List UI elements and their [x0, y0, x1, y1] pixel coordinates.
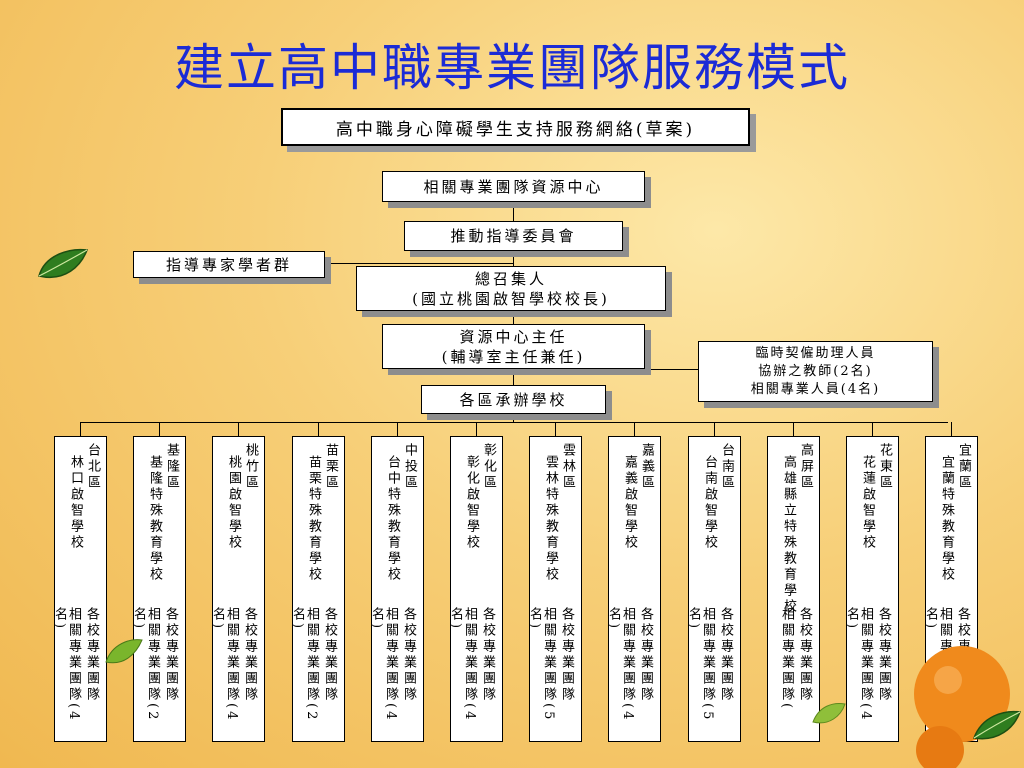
region-name: 嘉義區	[639, 443, 654, 491]
region-column: 高屏區高雄縣立特殊教育學校各校專業團隊相關專業團隊(	[767, 436, 820, 742]
region-team-count: 相關專業團隊(4名)	[52, 607, 81, 723]
leaf-icon	[38, 248, 89, 278]
region-school: 高雄縣立特殊教育學校	[781, 455, 796, 615]
region-name: 宜蘭區	[956, 443, 971, 491]
region-school: 林口啟智學校	[68, 455, 83, 551]
region-team: 各校專業團隊	[876, 607, 891, 703]
connector-region-stub	[476, 422, 477, 436]
region-team: 各校專業團隊	[718, 607, 733, 703]
connector-region-stub	[238, 422, 239, 436]
region-name: 雲林區	[560, 443, 575, 491]
region-team: 各校專業團隊	[163, 607, 178, 703]
region-team: 各校專業團隊	[797, 607, 812, 703]
steering-committee-label: 推動指導委員會	[450, 227, 577, 245]
leaf-icon	[812, 703, 846, 724]
slide-title: 建立高中職專業團隊服務模式	[174, 39, 850, 97]
region-team-count: 相關專業團隊(4名)	[448, 607, 477, 723]
connector-region-stub	[159, 422, 160, 436]
region-school: 花蓮啟智學校	[860, 455, 875, 551]
director-line2: (輔導室主任兼任)	[441, 347, 586, 366]
temp-staff-box: 臨時契僱助理人員 協辦之教師(2名) 相關專業人員(4名)	[698, 341, 933, 402]
region-column: 桃竹區桃園啟智學校各校專業團隊相關專業團隊(4名)	[210, 436, 265, 742]
resource-center-label: 相關專業團隊資源中心	[423, 177, 604, 196]
orange-fruit-icon	[914, 646, 1010, 768]
connector-host-down	[513, 413, 514, 423]
connector-region-stub	[397, 422, 398, 436]
region-team-count: 相關專業團隊(5名)	[686, 607, 715, 723]
region-team-count: 相關專業團隊(4名)	[606, 607, 635, 723]
region-school: 台中特殊教育學校	[385, 455, 400, 583]
region-team-count: 相關專業團隊(2名)	[290, 607, 319, 723]
region-name: 高屏區	[798, 443, 813, 491]
connector-horizontal-bar	[81, 422, 948, 423]
region-column: 台南區台南啟智學校各校專業團隊相關專業團隊(5名)	[686, 436, 741, 742]
region-team: 各校專業團隊	[242, 607, 257, 703]
region-name: 中投區	[402, 443, 417, 491]
temp-staff-line3: 相關專業人員(4名)	[750, 381, 881, 397]
convener-line1: 總召集人	[474, 269, 547, 288]
region-team: 各校專業團隊	[638, 607, 653, 703]
draft-title-box: 高中職身心障礙學生支持服務網絡(草案)	[281, 108, 750, 146]
temp-staff-line2: 協辦之教師(2名)	[758, 363, 873, 379]
connector-region-stub	[714, 422, 715, 436]
connector-temp-staff	[513, 369, 699, 370]
connector-region-stub	[634, 422, 635, 436]
region-name: 苗栗區	[323, 443, 338, 491]
leaf-icon	[972, 710, 1022, 740]
director-line1: 資源中心主任	[459, 327, 568, 346]
director-box: 資源中心主任 (輔導室主任兼任)	[382, 324, 645, 369]
region-name: 台北區	[85, 443, 100, 491]
region-column: 基隆區基隆特殊教育學校各校專業團隊相關專業團隊(2名)	[131, 436, 186, 742]
region-name: 花東區	[877, 443, 892, 491]
steering-committee-box: 推動指導委員會	[404, 221, 623, 251]
connector-experts	[324, 263, 514, 264]
host-schools-label: 各區承辦學校	[459, 390, 568, 409]
region-school: 雲林特殊教育學校	[543, 455, 558, 583]
connector-region-stub	[872, 422, 873, 436]
region-column: 雲林區雲林特殊教育學校各校專業團隊相關專業團隊(5名)	[527, 436, 582, 742]
region-column: 嘉義區嘉義啟智學校各校專業團隊相關專業團隊(4名)	[606, 436, 661, 742]
region-column: 台北區林口啟智學校各校專業團隊相關專業團隊(4名)	[52, 436, 107, 742]
region-team-count: 相關專業團隊(4名)	[210, 607, 239, 723]
region-team-count: 相關專業團隊(4名)	[844, 607, 873, 723]
region-school: 嘉義啟智學校	[622, 455, 637, 551]
region-column: 花東區花蓮啟智學校各校專業團隊相關專業團隊(4名)	[844, 436, 899, 742]
temp-staff-line1: 臨時契僱助理人員	[755, 345, 876, 361]
region-column: 彰化區彰化啟智學校各校專業團隊相關專業團隊(4名)	[448, 436, 503, 742]
region-school: 苗栗特殊教育學校	[306, 455, 321, 583]
connector-region-stub	[793, 422, 794, 436]
region-school: 桃園啟智學校	[226, 455, 241, 551]
region-school: 彰化啟智學校	[464, 455, 479, 551]
connector-region-stub	[951, 422, 952, 436]
region-column: 中投區台中特殊教育學校各校專業團隊相關專業團隊(4名)	[369, 436, 424, 742]
region-team-count: 相關專業團隊(	[779, 607, 794, 712]
region-name: 基隆區	[164, 443, 179, 491]
region-school: 台南啟智學校	[702, 455, 717, 551]
region-name: 桃竹區	[243, 443, 258, 491]
region-team-count: 相關專業團隊(5名)	[527, 607, 556, 723]
convener-line2: (國立桃園啟智學校校長)	[412, 289, 610, 308]
region-team: 各校專業團隊	[480, 607, 495, 703]
connector-region-stub	[80, 422, 81, 436]
region-team: 各校專業團隊	[322, 607, 337, 703]
region-column: 苗栗區苗栗特殊教育學校各校專業團隊相關專業團隊(2名)	[290, 436, 345, 742]
connector-region-stub	[555, 422, 556, 436]
leaf-icon	[105, 639, 143, 664]
experts-label: 指導專家學者群	[165, 255, 292, 274]
convener-box: 總召集人 (國立桃園啟智學校校長)	[356, 266, 666, 311]
region-team-count: 相關專業團隊(2名)	[131, 607, 160, 723]
host-schools-box: 各區承辦學校	[421, 385, 606, 414]
region-team-count: 相關專業團隊(4名)	[369, 607, 398, 723]
region-school: 基隆特殊教育學校	[147, 455, 162, 583]
experts-box: 指導專家學者群	[133, 251, 325, 278]
region-team: 各校專業團隊	[559, 607, 574, 703]
region-team: 各校專業團隊	[84, 607, 99, 703]
resource-center-box: 相關專業團隊資源中心	[382, 171, 645, 202]
region-school: 宜蘭特殊教育學校	[939, 455, 954, 583]
region-name: 台南區	[719, 443, 734, 491]
connector-region-stub	[318, 422, 319, 436]
region-team: 各校專業團隊	[401, 607, 416, 703]
region-name: 彰化區	[481, 443, 496, 491]
